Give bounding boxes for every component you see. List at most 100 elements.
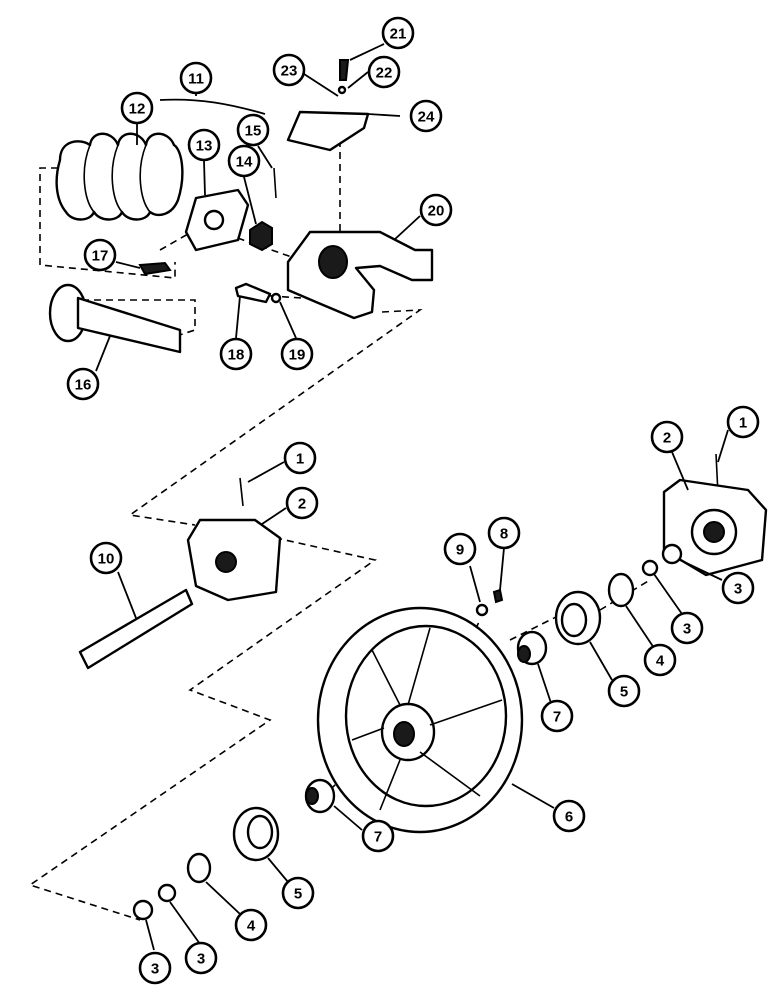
callout-number: 2 [663, 430, 671, 447]
callout-circle [487, 516, 521, 550]
callout-number: 6 [565, 809, 573, 826]
callout-circle [272, 53, 306, 87]
callout-circle [234, 908, 268, 942]
callout-number: 3 [734, 581, 742, 598]
callout-c24: 24 [409, 99, 443, 133]
callout-c18: 18 [219, 337, 253, 371]
snap-ring-right-outer [661, 543, 683, 565]
callout-circle [381, 16, 415, 50]
callout-c2a: 2 [285, 486, 319, 520]
grease-fitting [492, 588, 504, 604]
callout-c1a: 1 [283, 441, 317, 475]
callout-number: 21 [390, 26, 407, 43]
axle-shaft [78, 588, 194, 670]
callout-number: 20 [428, 203, 445, 220]
callout-c6: 6 [552, 799, 586, 833]
bushing-right [516, 630, 548, 666]
callout-number: 18 [228, 347, 245, 364]
callout-circle [443, 532, 477, 566]
callout-c2b: 2 [650, 420, 684, 454]
callout-c14: 14 [227, 144, 261, 178]
spring-shaft [48, 283, 182, 354]
callout-number: 7 [374, 829, 382, 846]
callout-number: 7 [553, 709, 561, 726]
callout-circle [83, 238, 117, 272]
washer [270, 292, 282, 304]
callout-number: 11 [188, 71, 204, 88]
callout-circle [650, 420, 684, 454]
callout-number: 9 [456, 542, 464, 559]
callout-circle [89, 541, 123, 575]
thrust-washer-left [186, 852, 212, 884]
callout-number: 2 [298, 496, 306, 513]
bearing-block-left [186, 518, 282, 602]
callout-c17: 17 [83, 238, 117, 272]
callout-circle [184, 941, 218, 975]
callout-c13: 13 [187, 128, 221, 162]
callout-number: 5 [294, 886, 302, 903]
callout-circle [219, 337, 253, 371]
callout-number: 12 [129, 101, 146, 118]
small-bolt [138, 261, 172, 276]
idler-wheel [316, 606, 524, 834]
callout-number: 4 [247, 918, 256, 935]
callout-circle [283, 441, 317, 475]
callout-c10: 10 [89, 541, 123, 575]
callout-circle [670, 611, 704, 645]
callout-number: 3 [197, 951, 205, 968]
fitting-washer [475, 603, 489, 617]
callout-circle [419, 193, 453, 227]
callout-number: 1 [296, 451, 304, 468]
leader-lines [95, 43, 729, 951]
callout-number: 1 [739, 415, 747, 432]
callout-number: 10 [98, 551, 115, 568]
callout-c9: 9 [443, 532, 477, 566]
callout-c3b: 3 [670, 611, 704, 645]
callout-circle [721, 571, 755, 605]
callout-circle [361, 819, 395, 853]
callout-c23: 23 [272, 53, 306, 87]
callout-circle [367, 55, 401, 89]
callout-number: 3 [151, 961, 159, 978]
callout-circle [409, 99, 443, 133]
callout-c5b: 5 [281, 876, 315, 910]
callout-circle [607, 674, 641, 708]
callout-number: 23 [281, 63, 298, 80]
callout-number: 8 [500, 526, 508, 543]
callout-number: 24 [418, 109, 435, 126]
callout-c12: 12 [120, 91, 154, 125]
callout-circle [187, 128, 221, 162]
callout-circle [120, 91, 154, 125]
callout-circle [726, 405, 760, 439]
coil-spring [55, 132, 184, 221]
callout-circle [281, 876, 315, 910]
callout-circle [643, 643, 677, 677]
callout-c22: 22 [367, 55, 401, 89]
seal-left [232, 806, 280, 862]
callout-c7b: 7 [361, 819, 395, 853]
callout-circle [236, 113, 270, 147]
callout-c3c: 3 [184, 941, 218, 975]
callout-number: 14 [236, 154, 253, 171]
cotter-pin [273, 167, 277, 199]
callout-number: 15 [245, 123, 262, 140]
seal-right [554, 590, 602, 646]
callout-c8: 8 [487, 516, 521, 550]
nut [249, 220, 273, 252]
callout-circle [285, 486, 319, 520]
callout-circle [540, 699, 574, 733]
callout-c21: 21 [381, 16, 415, 50]
snap-ring-left-outer [132, 899, 154, 921]
callout-number: 3 [683, 621, 691, 638]
callout-c7a: 7 [540, 699, 574, 733]
callout-circle [552, 799, 586, 833]
callout-c16: 16 [66, 367, 100, 401]
snap-ring-left-inner [157, 883, 177, 903]
yoke-bracket [286, 230, 434, 320]
callout-number: 16 [75, 377, 92, 394]
callout-number: 17 [92, 248, 109, 265]
callout-circle [66, 367, 100, 401]
bushing-left [304, 778, 336, 814]
